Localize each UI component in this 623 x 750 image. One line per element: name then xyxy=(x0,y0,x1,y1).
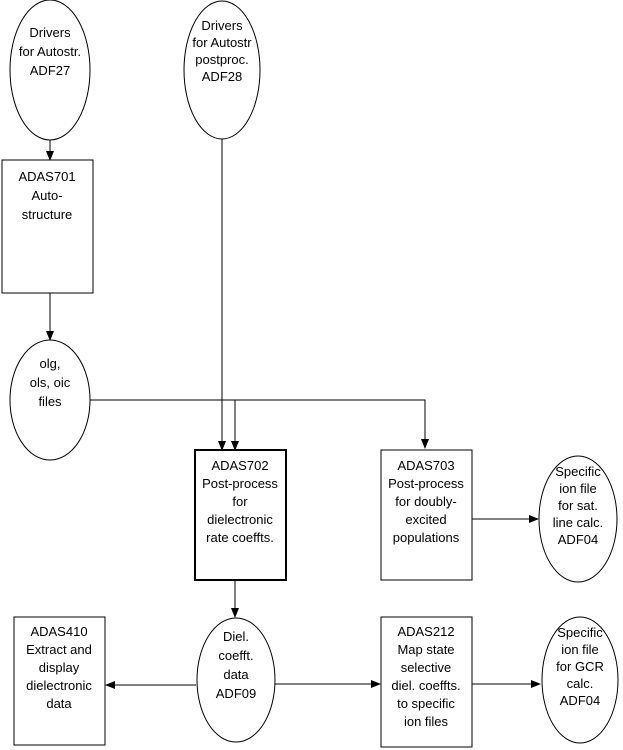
node-adf27: Drivers for Autostr. ADF27 xyxy=(9,0,91,141)
node-adf28-text: Drivers for Autostr postproc. ADF28 xyxy=(192,18,252,84)
adf27-line-4: ADF27 xyxy=(30,63,70,78)
files-line-1: ols, oic xyxy=(30,375,71,390)
node-files: olg, ols, oic files xyxy=(9,339,91,461)
adf04_sat-line-5: ADF04 xyxy=(558,532,598,547)
adf04_sat-line-0: Specific xyxy=(555,464,601,479)
adas410-line-5: data xyxy=(46,696,72,711)
node-adf04-sat-text: Specific ion file for sat. line calc. ADF04 xyxy=(553,464,604,547)
adas702-line-3: for xyxy=(232,494,248,509)
adas701-line-0: ADAS701 xyxy=(18,169,75,184)
adas212-line-3: selective xyxy=(401,660,452,675)
adf04_gcr-line-3: calc. xyxy=(567,676,594,691)
adf27-line-0: Drivers xyxy=(29,25,71,40)
adas410-line-4: dielectronic xyxy=(26,678,92,693)
adf09-line-4: ADF09 xyxy=(216,686,256,701)
adf04_gcr-line-5: ADF04 xyxy=(560,693,600,708)
adas212-line-2: Map state xyxy=(397,642,454,657)
adf28-line-4: ADF28 xyxy=(202,69,242,84)
adf04_gcr-line-2: for GCR xyxy=(556,659,604,674)
adf04_sat-line-3: line calc. xyxy=(553,515,604,530)
adas702-line-5: rate coeffts. xyxy=(206,530,274,545)
adas212-line-5: to specific xyxy=(397,696,455,711)
adf28-line-0: Drivers xyxy=(201,18,243,33)
adf04_sat-line-2: for sat. xyxy=(558,498,598,513)
adf09-line-1: coefft. xyxy=(218,648,253,663)
adas703-line-0: ADAS703 xyxy=(397,458,454,473)
adas410-line-3: display xyxy=(39,660,80,675)
line-files-branch xyxy=(90,399,429,449)
adas703-line-2: Post-process xyxy=(388,476,464,491)
adf28-line-2: postproc. xyxy=(195,52,248,67)
connectors xyxy=(46,128,541,689)
adas410-line-2: Extract and xyxy=(26,642,92,657)
node-files-text: olg, ols, oic files xyxy=(30,356,71,409)
node-adf27-text: Drivers for Autostr. ADF27 xyxy=(19,25,81,78)
adas703-line-4: excited xyxy=(405,512,446,527)
adf09-line-0: Diel. xyxy=(223,629,249,644)
adas212-line-6: ion files xyxy=(404,714,449,729)
files-line-0: olg, xyxy=(40,356,61,371)
adf04_sat-line-1: ion file xyxy=(559,481,597,496)
node-adf04-sat: Specific ion file for sat. line calc. ADF04 xyxy=(538,455,618,583)
adas702-line-0: ADAS702 xyxy=(211,458,268,473)
node-adf04-gcr-text: Specific ion file for GCR calc. ADF04 xyxy=(556,625,604,708)
adas703-line-5: populations xyxy=(393,530,460,545)
adf09-line-2: data xyxy=(223,667,249,682)
adf28-line-1: for Autostr xyxy=(192,35,252,50)
adf27-line-1: for Autostr. xyxy=(19,44,81,59)
node-adf04-gcr: Specific ion file for GCR calc. ADF04 xyxy=(541,616,619,744)
adas701-line-2: Auto- xyxy=(31,188,62,203)
adf04_gcr-line-0: Specific xyxy=(557,625,603,640)
adas212-line-4: diel. coeffts. xyxy=(391,678,460,693)
adas410-line-0: ADAS410 xyxy=(30,624,87,639)
adas212-line-0: ADAS212 xyxy=(397,624,454,639)
adas702-line-2: Post-process xyxy=(202,476,278,491)
node-adf28: Drivers for Autostr postproc. ADF28 xyxy=(183,0,261,140)
adas702-line-4: dielectronic xyxy=(207,512,273,527)
adas701-line-3: structure xyxy=(22,207,73,222)
adas703-line-3: for doubly- xyxy=(395,494,456,509)
adf04_gcr-line-1: ion file xyxy=(561,642,599,657)
files-line-3: files xyxy=(38,394,62,409)
